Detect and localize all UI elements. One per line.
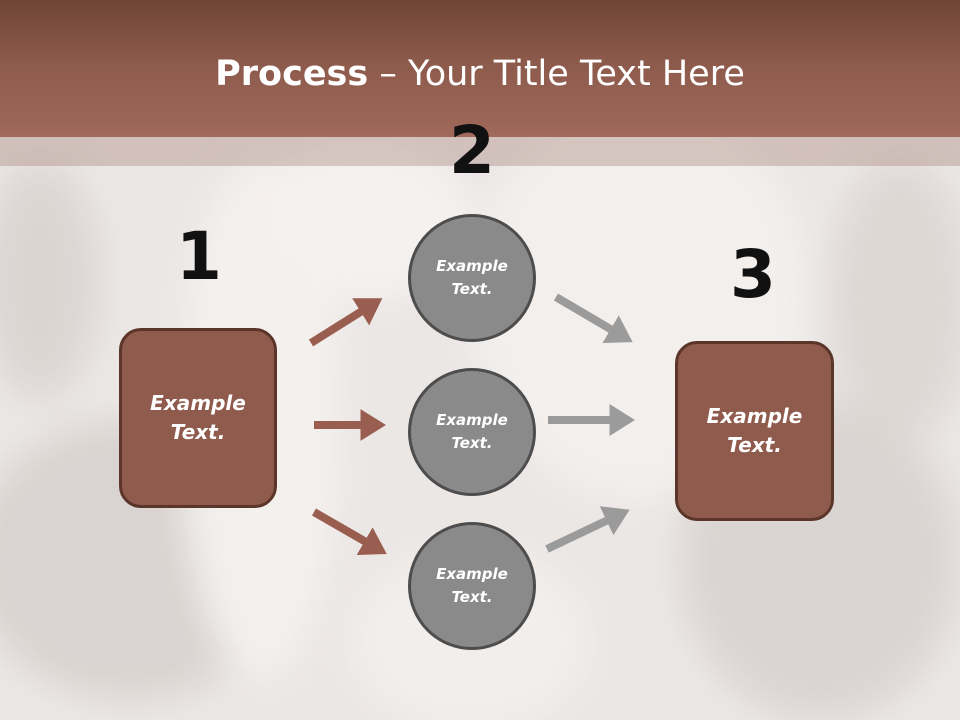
circle-bottom-line2: Text.: [451, 588, 493, 606]
step-box-1-line2: Text.: [170, 420, 226, 444]
circle-top-line1: Example: [436, 257, 508, 275]
slide-title: Process – Your Title Text Here: [0, 52, 960, 96]
circle-top: Example Text.: [408, 214, 536, 342]
arrow-1-to-bottom: [312, 508, 387, 556]
title-bar-band: [0, 137, 960, 166]
title-rest: – Your Title Text Here: [368, 54, 745, 94]
step-box-3-line2: Text.: [727, 433, 782, 457]
arrow-1-to-top: [308, 298, 383, 347]
arrow-top-to-3: [553, 293, 633, 343]
title-bar: [0, 0, 960, 137]
step-number-1: 1: [176, 218, 222, 295]
step-box-1-line1: Example: [150, 391, 246, 415]
circle-middle-line1: Example: [436, 411, 508, 429]
step-number-2: 2: [449, 112, 495, 189]
step-number-3: 3: [730, 236, 776, 313]
circle-middle-line2: Text.: [451, 434, 493, 452]
step-box-3: Example Text.: [675, 341, 834, 521]
step-box-1: Example Text.: [119, 328, 277, 508]
title-bold: Process: [215, 54, 369, 94]
circle-bottom-line1: Example: [436, 565, 508, 583]
arrow-bottom-to-3: [545, 506, 630, 553]
circle-bottom: Example Text.: [408, 522, 536, 650]
step-box-3-line1: Example: [706, 404, 803, 428]
circle-top-line2: Text.: [451, 280, 493, 298]
circle-middle: Example Text.: [408, 368, 536, 496]
